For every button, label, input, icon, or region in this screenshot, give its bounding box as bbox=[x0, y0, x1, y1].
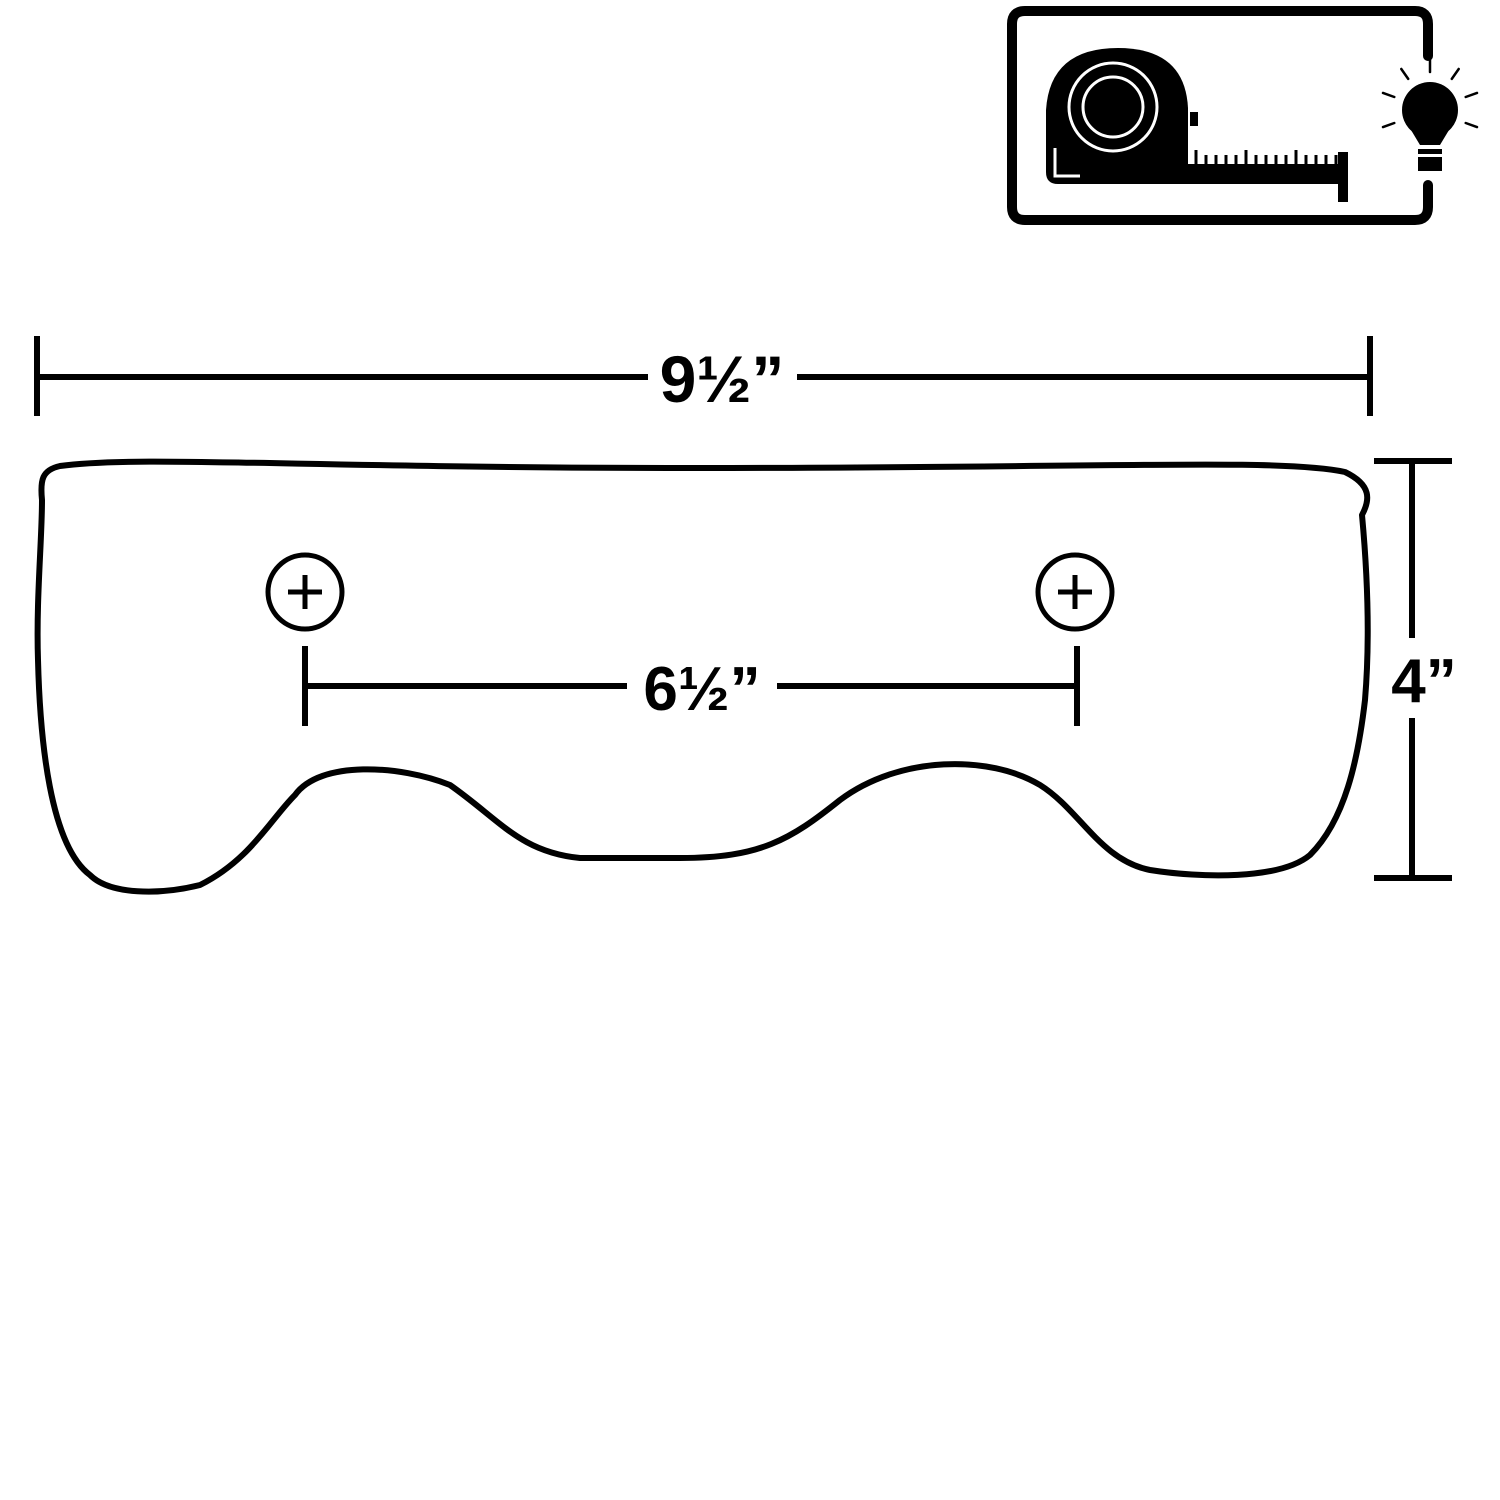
object-outline bbox=[34, 458, 1371, 895]
height-label: 4” bbox=[1391, 647, 1456, 716]
lightbulb-icon bbox=[1381, 58, 1479, 171]
screw-hole-left bbox=[265, 552, 345, 632]
info-badge bbox=[1007, 6, 1479, 225]
width-dimension: 9½” bbox=[34, 336, 1373, 416]
height-dimension: 4” bbox=[1374, 458, 1457, 881]
hole-spacing-dimension: 6½” bbox=[302, 646, 1080, 726]
tape-measure-icon bbox=[1046, 48, 1348, 202]
hole-spacing-label: 6½” bbox=[643, 655, 760, 724]
badge-frame bbox=[1007, 6, 1433, 225]
screw-hole-right bbox=[1035, 552, 1115, 632]
width-label: 9½” bbox=[660, 342, 785, 416]
